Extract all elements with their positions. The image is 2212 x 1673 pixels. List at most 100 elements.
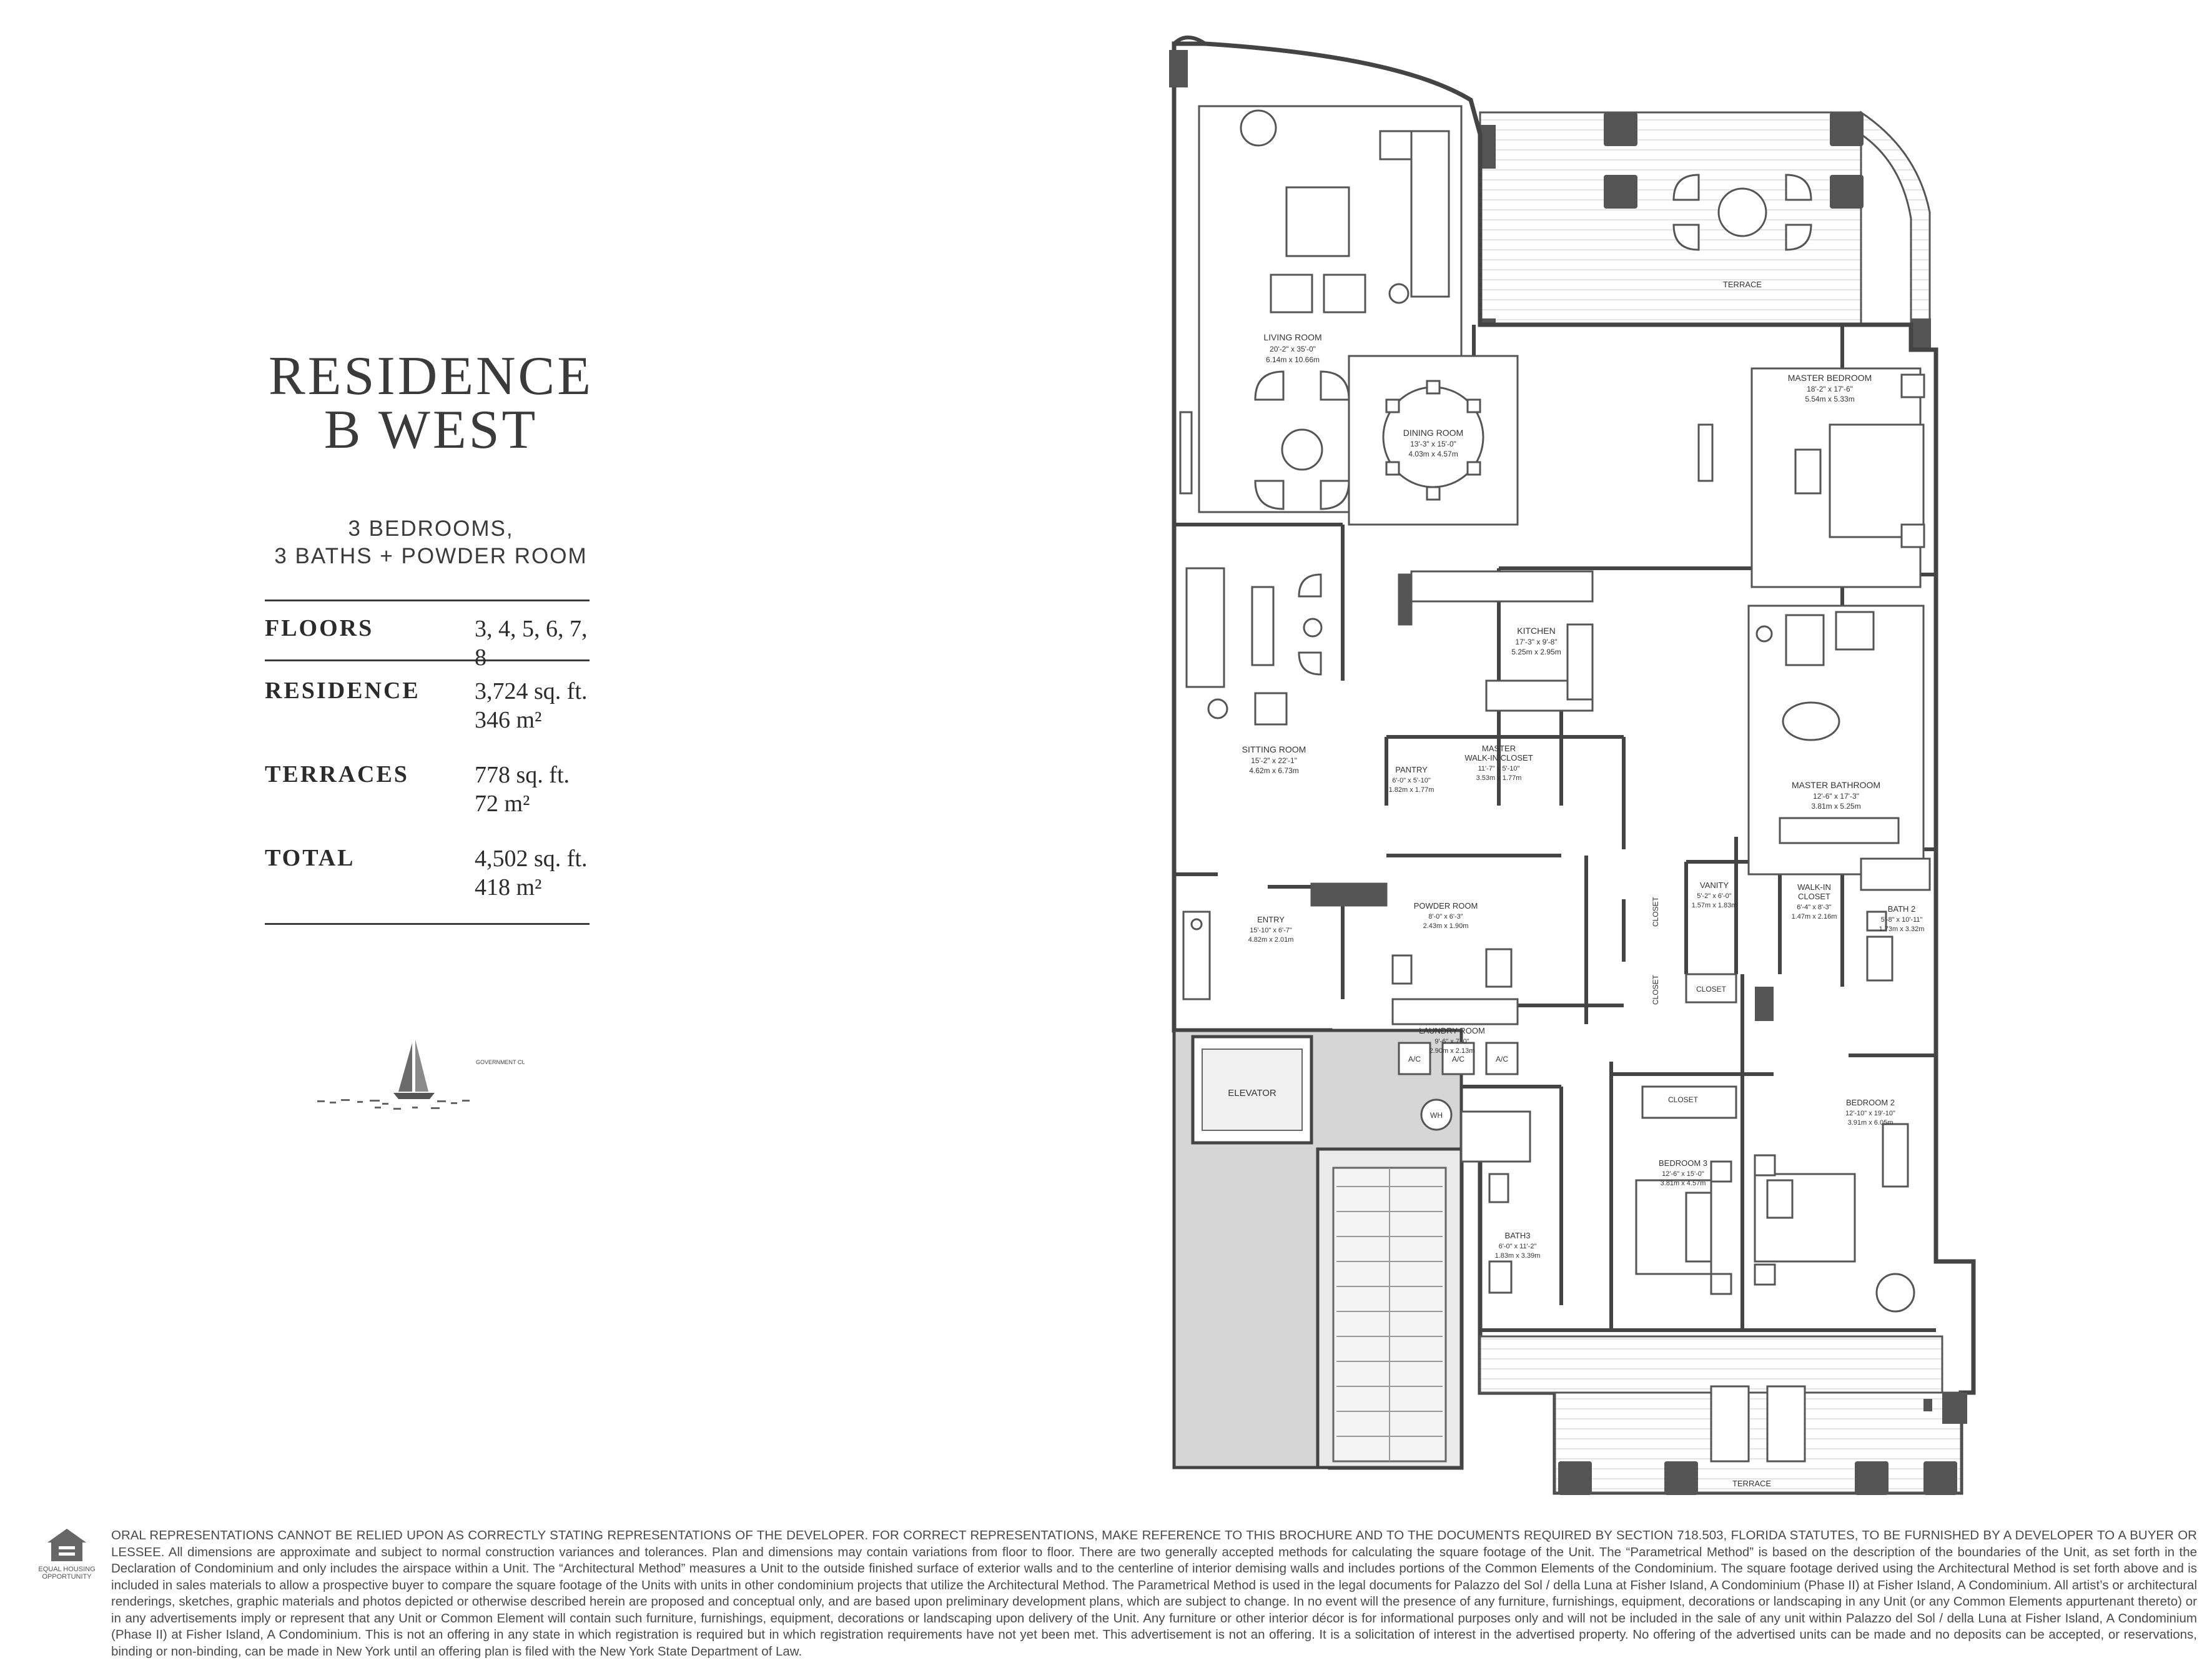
spec-value-metric: 346 m² <box>475 707 542 733</box>
bedroom2-metric: 3.91m x 6.05m <box>1848 1119 1894 1127</box>
spec-value: 4,502 sq. ft. 418 m² <box>475 844 588 902</box>
kitchen-dim: 17'-3" x 9'-8" <box>1515 638 1557 646</box>
spec-table: FLOORS 3, 4, 5, 6, 7, 8 RESIDENCE 3,724 … <box>265 600 590 913</box>
master-bath-metric: 3.81m x 5.25m <box>1811 802 1860 811</box>
water-heater-label: WH <box>1430 1111 1443 1120</box>
spec-label: TERRACES <box>265 761 409 787</box>
ac-label: A/C <box>1452 1055 1464 1064</box>
closet-shelf <box>1755 987 1774 1021</box>
dining-room-dim: 13'-3" x 15'-0" <box>1410 440 1456 448</box>
residence-title-line2: B WEST <box>323 400 538 460</box>
bath3-fixtures <box>1488 1173 1513 1294</box>
spec-value-sqft: 3,724 sq. ft. <box>475 678 588 704</box>
powder-dim: 8'-0" x 6'-3" <box>1428 913 1463 920</box>
elevator: ELEVATOR <box>1191 1035 1313 1145</box>
vanity-metric: 1.57m x 1.83m <box>1692 902 1737 909</box>
spec-value-metric: 418 m² <box>475 874 542 901</box>
entry-name: ENTRY <box>1257 915 1285 924</box>
dining-furniture <box>1348 355 1519 526</box>
spec-value-sqft: 4,502 sq. ft. <box>475 846 588 872</box>
spec-value: 778 sq. ft. 72 m² <box>475 761 570 818</box>
wic2-name2: CLOSET <box>1798 892 1830 901</box>
bath3-metric: 1.83m x 3.39m <box>1495 1252 1541 1260</box>
dining-room-name: DINING ROOM <box>1403 428 1463 438</box>
bath2-fixtures <box>1860 857 1931 982</box>
dining-room-metric: 4.03m x 4.57m <box>1408 450 1458 458</box>
residence-title: RESIDENCE B WEST <box>237 346 625 460</box>
laundry-name: LAUNDRY ROOM <box>1419 1026 1485 1035</box>
terrace-top-label: TERRACE <box>1723 280 1762 289</box>
master-bedroom-dim: 18'-2" x 17'-6" <box>1807 385 1853 393</box>
bedroom3-name: BEDROOM 3 <box>1659 1158 1707 1168</box>
spec-row-total: TOTAL 4,502 sq. ft. 418 m² <box>265 829 590 913</box>
living-furniture <box>1179 105 1463 513</box>
entry-furniture <box>1182 882 1388 1000</box>
powder-name: POWDER ROOM <box>1414 901 1478 911</box>
closet-label: CLOSET <box>1668 1095 1699 1104</box>
wic2-name1: WALK-IN <box>1797 882 1831 892</box>
master-wic-dim: 11'-7" x 5'-10" <box>1478 765 1520 772</box>
bedroom2-furniture <box>1754 1123 1915 1313</box>
spec-row-residence: RESIDENCE 3,724 sq. ft. 346 m² <box>265 662 590 746</box>
spec-row-terraces: TERRACES 778 sq. ft. 72 m² <box>265 746 590 829</box>
bath3-dim: 6'-0" x 11'-2" <box>1499 1243 1537 1250</box>
bath2-name: BATH 2 <box>1888 904 1916 914</box>
equal-housing-label: EQUAL HOUSING OPPORTUNITY <box>38 1566 96 1581</box>
master-bath-fixtures <box>1747 605 1925 876</box>
spec-label: FLOORS <box>265 615 374 641</box>
spec-value: 3,724 sq. ft. 346 m² <box>475 677 588 734</box>
laundry-fixtures <box>1391 998 1531 1163</box>
terrace-bottom-label: TERRACE <box>1732 1479 1771 1488</box>
master-wic-metric: 3.53m x 1.77m <box>1476 774 1522 782</box>
closet-label: CLOSET <box>1651 974 1660 1005</box>
sitting-room-metric: 4.62m x 6.73m <box>1249 766 1298 775</box>
master-bedroom-name: MASTER BEDROOM <box>1788 373 1872 383</box>
ac-label: A/C <box>1408 1055 1421 1064</box>
sitting-furniture <box>1185 567 1323 726</box>
closet-label: CLOSET <box>1651 896 1660 927</box>
master-bedroom-metric: 5.54m x 5.33m <box>1805 395 1854 403</box>
closet-box <box>1685 973 1737 1004</box>
bedroom2-name: BEDROOM 2 <box>1846 1098 1895 1107</box>
bath3-name: BATH3 <box>1505 1231 1531 1240</box>
kitchen-counters <box>1398 570 1594 712</box>
closet-label: CLOSET <box>1696 985 1727 994</box>
bedroom2-dim: 12'-10" x 19'-10" <box>1845 1110 1895 1117</box>
master-wic-name2: WALK-IN CLOSET <box>1464 753 1533 762</box>
spec-label: TOTAL <box>265 845 355 871</box>
sailboat-orientation-icon: GOVERNMENT CUT <box>317 1040 525 1110</box>
pantry-dim: 6'-0" x 5'-10" <box>1392 777 1431 784</box>
entry-dim: 15'-10" x 6'-7" <box>1250 927 1292 934</box>
pantry-metric: 1.82m x 1.77m <box>1389 786 1434 794</box>
powder-metric: 2.43m x 1.90m <box>1423 922 1469 930</box>
sitting-room-dim: 15'-2" x 22'-1" <box>1251 756 1297 765</box>
spec-value-metric: 72 m² <box>475 791 530 817</box>
wic2-metric: 1.47m x 2.16m <box>1792 913 1837 920</box>
terrace-top: TERRACE <box>1477 111 1931 353</box>
subtitle-line1: 3 BEDROOMS, <box>348 516 514 541</box>
ac-label: A/C <box>1496 1055 1508 1064</box>
elevator-label: ELEVATOR <box>1228 1088 1276 1098</box>
equal-housing-icon <box>47 1529 86 1561</box>
bath2-metric: 1.73m x 3.32m <box>1879 925 1925 933</box>
living-room-name: LIVING ROOM <box>1263 332 1321 342</box>
terrace-bottom: TERRACE <box>1479 1335 1967 1495</box>
kitchen-name: KITCHEN <box>1517 626 1555 636</box>
pantry-name: PANTRY <box>1395 765 1428 774</box>
spec-row-floors: FLOORS 3, 4, 5, 6, 7, 8 <box>265 600 590 671</box>
residence-title-line1: RESIDENCE <box>269 346 593 407</box>
spec-value-sqft: 778 sq. ft. <box>475 762 570 788</box>
master-wic-name1: MASTER <box>1482 744 1516 753</box>
entry-metric: 4.82m x 2.01m <box>1248 936 1294 944</box>
bedroom3-metric: 3.81m x 4.57m <box>1661 1180 1706 1187</box>
floor-plan: TERRACE ELEVATOR <box>1169 36 1976 1495</box>
living-room-metric: 6.14m x 10.66m <box>1266 355 1320 364</box>
spec-divider <box>265 600 590 601</box>
kitchen-metric: 5.25m x 2.95m <box>1511 648 1561 656</box>
residence-subtitle: 3 BEDROOMS, 3 BATHS + POWDER ROOM <box>237 515 625 570</box>
bath2-dim: 5'-8" x 10'-11" <box>1881 916 1923 924</box>
vanity-dim: 5'-2" x 6'-0" <box>1697 892 1732 900</box>
spec-label: RESIDENCE <box>265 678 420 704</box>
laundry-dim: 9'-6" x 7'-0" <box>1434 1038 1469 1045</box>
compass-label: GOVERNMENT CUT <box>476 1059 525 1065</box>
